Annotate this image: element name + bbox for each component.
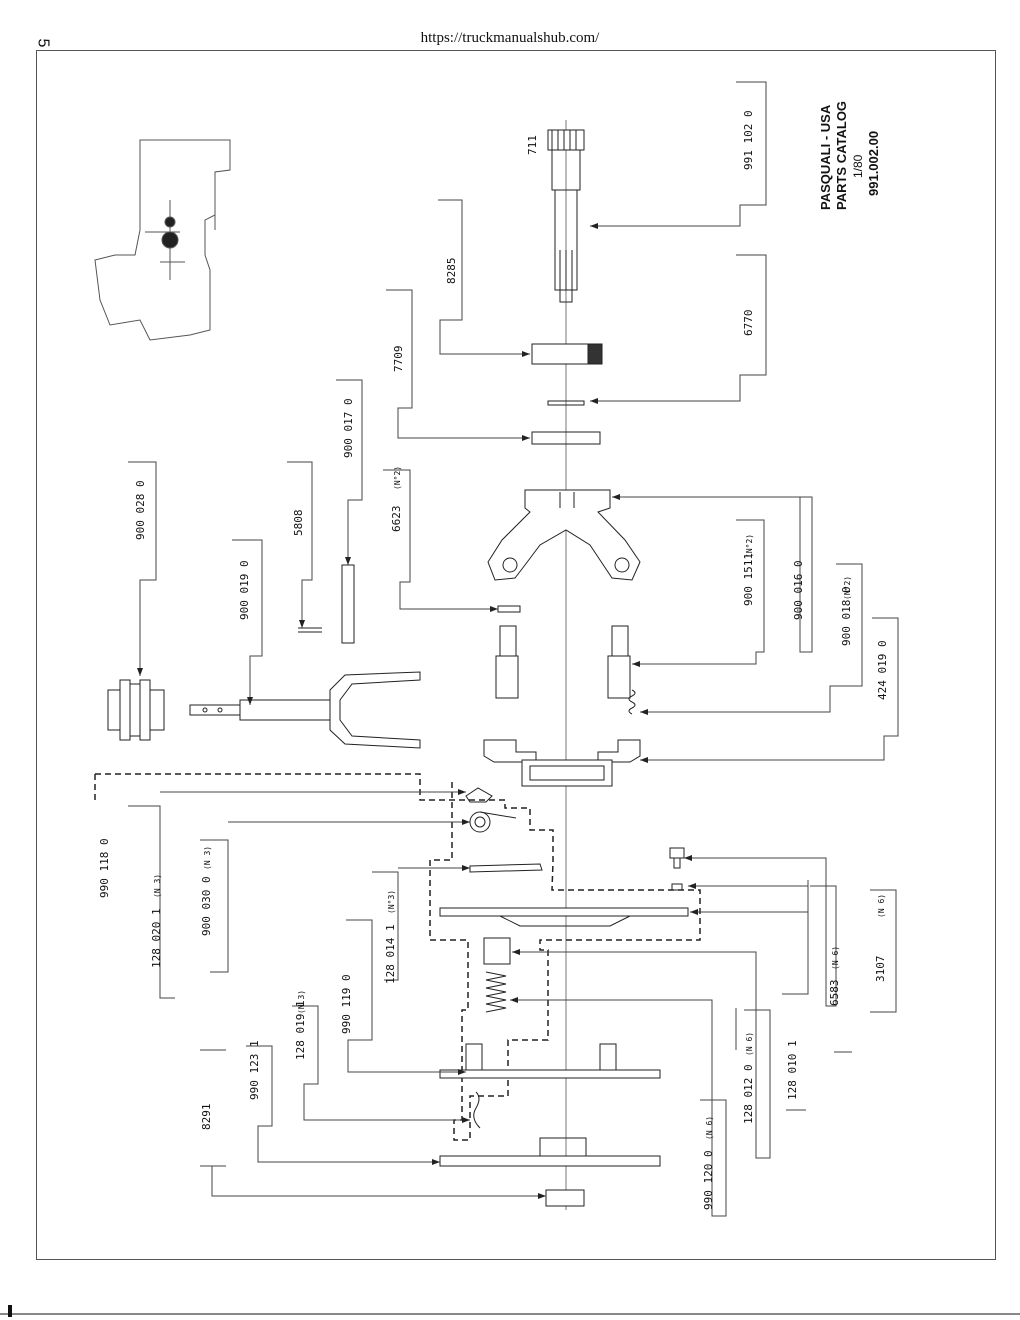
pivot-pins (495, 625, 631, 699)
label-6623: 6623 (390, 506, 403, 533)
yoke-casting (487, 489, 641, 581)
source-url[interactable]: https://truckmanualshub.com/ (420, 30, 600, 46)
cotter-pin (298, 627, 322, 633)
label-9001511: 900 1511 (742, 553, 755, 606)
label-1280201: 128 020 1 (150, 908, 163, 968)
input-shaft (547, 129, 585, 303)
label-9901180: 990 118 0 (98, 838, 111, 898)
pin-part (497, 605, 521, 613)
label-9000170: 900 017 0 (342, 398, 355, 458)
label-9911020: 991 102 0 (742, 110, 755, 170)
spring-cup (483, 937, 511, 965)
catalog-line2: PARTS CATALOG (834, 101, 849, 210)
machine-outline-drawing (94, 139, 231, 341)
gear-part (531, 343, 603, 365)
bolt-part (669, 847, 685, 869)
rod-part (341, 564, 355, 644)
label-9000280: 900 028 0 (134, 480, 147, 540)
label-1280120: 128 012 0 (742, 1064, 755, 1124)
qty-9000300: (N 3) (203, 846, 212, 870)
qty-9001511: (N°2) (745, 534, 754, 558)
catalog-line4: 991.002.00 (866, 131, 881, 196)
washer-part (547, 400, 585, 406)
label-1280141: 128 014 1 (384, 924, 397, 984)
qty-6623: (N°2) (393, 466, 402, 490)
label-8291: 8291 (200, 1104, 213, 1131)
label-9901231: 990 123 1 (248, 1040, 261, 1100)
release-bearing-bracket (483, 739, 641, 787)
pressure-spring (485, 971, 507, 1013)
label-9000160: 900 016 0 (792, 560, 805, 620)
label-9901200: 990 120 0 (702, 1150, 715, 1210)
qty-1280120: (N 6) (745, 1032, 754, 1056)
label-1280101: 128 010 1 (786, 1040, 799, 1100)
label-7709: 7709 (392, 346, 405, 373)
bushing-part (531, 431, 601, 445)
qty-1280191: (N 3) (297, 990, 306, 1014)
catalog-line1: PASQUALI - USA (818, 104, 833, 210)
nut-part (671, 883, 683, 891)
small-spring (628, 689, 636, 715)
pulley-part (107, 679, 165, 741)
label-8285: 8285 (445, 258, 458, 285)
dashed-kit-outline (95, 773, 701, 1141)
diagram-frame (36, 50, 996, 1260)
label-9901190: 990 119 0 (340, 974, 353, 1034)
wedge-part (465, 787, 493, 803)
clip-part (473, 1091, 481, 1129)
label-9000300: 900 030 0 (200, 876, 213, 936)
arrowheads (137, 223, 698, 1199)
bottom-rule (0, 1313, 1020, 1315)
end-bushing (545, 1189, 585, 1207)
qty-1280141: (N°3) (387, 890, 396, 914)
label-9000180: 900 018 0 (840, 586, 853, 646)
corner-mark (8, 1305, 12, 1317)
catalog-title-block: PASQUALI - USA PARTS CATALOG 1/80 991.00… (818, 101, 881, 210)
qty-9000180: (N°2) (843, 576, 852, 600)
lever-part (469, 863, 543, 873)
leader-lines (128, 81, 899, 1217)
qty-9901200: (N 6) (705, 1116, 714, 1140)
label-711: 711 (526, 135, 539, 155)
label-6583: 6583 (828, 980, 841, 1007)
part-labels: 991 102 0 711 8285 6770 7709 900 017 0 5… (98, 110, 889, 1210)
label-6770: 6770 (742, 310, 755, 337)
qty-1280201: (N 3) (153, 874, 162, 898)
shift-fork (189, 671, 421, 749)
pressure-plate (439, 907, 689, 1167)
label-1280191: 128 019 1 (294, 1000, 307, 1060)
catalog-line3: 1/80 (851, 154, 865, 178)
label-3107: 3107 (874, 956, 887, 983)
label-5808: 5808 (292, 510, 305, 537)
torsion-spring (469, 811, 517, 833)
qty-6583: (N 6) (831, 946, 840, 970)
label-9000190: 900 019 0 (238, 560, 251, 620)
qty-3107: (N 6) (877, 894, 886, 918)
label-4240190: 424 019 0 (876, 640, 889, 700)
